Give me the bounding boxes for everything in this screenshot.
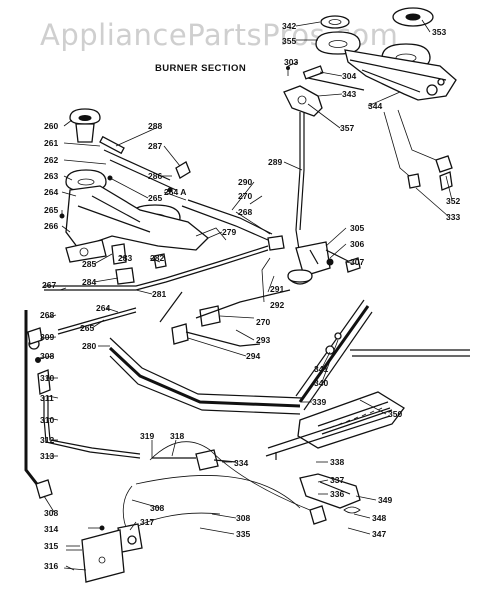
callout-label-305: 305	[350, 223, 364, 233]
callout-label-312: 312	[40, 435, 54, 445]
callout-label-268a: 268	[238, 207, 252, 217]
callout-label-314: 314	[44, 524, 58, 534]
rear-burner-assembly	[283, 7, 457, 117]
callout-label-353: 353	[432, 27, 446, 37]
callout-label-281: 281	[152, 289, 166, 299]
callout-label-286: 286	[148, 171, 162, 181]
callout-label-355: 355	[282, 36, 296, 46]
callout-label-350: 350	[388, 409, 402, 419]
callout-label-340: 340	[314, 378, 328, 388]
callout-label-270a: 270	[238, 191, 252, 201]
callout-label-308c: 308	[150, 503, 164, 513]
callout-label-343: 343	[342, 89, 356, 99]
callout-label-348: 348	[372, 513, 386, 523]
broil-burner	[265, 349, 470, 525]
callout-label-294: 294	[246, 351, 260, 361]
callout-label-344: 344	[368, 101, 382, 111]
callout-label-265b: 265	[148, 193, 162, 203]
callout-label-289: 289	[268, 157, 282, 167]
callout-label-308b: 308	[44, 508, 58, 518]
pilot-parts	[383, 109, 453, 191]
callout-label-352: 352	[446, 196, 460, 206]
oven-thermostat-assembly	[63, 441, 311, 583]
callout-label-282: 282	[150, 253, 164, 263]
callout-label-280: 280	[82, 341, 96, 351]
callout-label-290: 290	[238, 177, 252, 187]
callout-label-311: 311	[40, 393, 54, 403]
callout-label-308a: 308	[40, 351, 54, 361]
leader-lines	[39, 19, 453, 571]
callout-label-287: 287	[148, 141, 162, 151]
callout-label-264A: 264 A	[164, 187, 186, 197]
callout-label-303: 303	[284, 57, 298, 67]
callout-label-337: 337	[330, 475, 344, 485]
callout-label-339: 339	[312, 397, 326, 407]
callout-label-349: 349	[378, 495, 392, 505]
callout-label-285: 285	[82, 259, 96, 269]
callout-label-266: 266	[44, 221, 58, 231]
callout-label-315: 315	[44, 541, 58, 551]
callout-label-265c: 265	[80, 323, 94, 333]
callout-label-317: 317	[140, 517, 154, 527]
callout-labels: 342 355 353 303 304 343 344 357 352 333 260 261 262 2…	[40, 21, 460, 571]
callout-label-319: 319	[140, 431, 154, 441]
callout-label-336: 336	[330, 489, 344, 499]
callout-label-292: 292	[270, 300, 284, 310]
callout-label-347: 347	[372, 529, 386, 539]
front-burner-assembly	[59, 108, 227, 285]
callout-label-335: 335	[236, 529, 250, 539]
manifold-and-valves	[159, 112, 361, 347]
callout-label-304: 304	[342, 71, 356, 81]
callout-label-288: 288	[148, 121, 162, 131]
callout-label-267: 267	[42, 280, 56, 290]
callout-label-310a: 310	[40, 373, 54, 383]
callout-label-260: 260	[44, 121, 58, 131]
callout-label-261: 261	[44, 138, 58, 148]
callout-label-264: 264	[44, 187, 58, 197]
callout-label-284: 284	[82, 277, 96, 287]
callout-label-357: 357	[340, 123, 354, 133]
callout-label-318: 318	[170, 431, 184, 441]
callout-label-333: 333	[446, 212, 460, 222]
callout-label-316: 316	[44, 561, 58, 571]
callout-label-264b: 264	[96, 303, 110, 313]
callout-label-309: 309	[40, 332, 54, 342]
callout-label-342: 342	[282, 21, 296, 31]
callout-label-265a: 265	[44, 205, 58, 215]
callout-label-308d: 308	[236, 513, 250, 523]
callout-label-291: 291	[270, 284, 284, 294]
callout-label-268b: 268	[40, 310, 54, 320]
gas-tubing	[24, 245, 373, 499]
callout-label-310b: 310	[40, 415, 54, 425]
callout-label-334: 334	[234, 458, 248, 468]
callout-label-306: 306	[350, 239, 364, 249]
callout-label-338: 338	[330, 457, 344, 467]
callout-label-293: 293	[256, 335, 270, 345]
callout-label-263: 263	[44, 171, 58, 181]
callout-label-279: 279	[222, 227, 236, 237]
callout-label-262: 262	[44, 155, 58, 165]
callout-label-313: 313	[40, 451, 54, 461]
callout-label-307: 307	[350, 257, 364, 267]
section-title: BURNER SECTION	[155, 63, 247, 74]
callout-label-283: 283	[118, 253, 132, 263]
callout-label-270b: 270	[256, 317, 270, 327]
callout-label-341: 341	[314, 364, 328, 374]
